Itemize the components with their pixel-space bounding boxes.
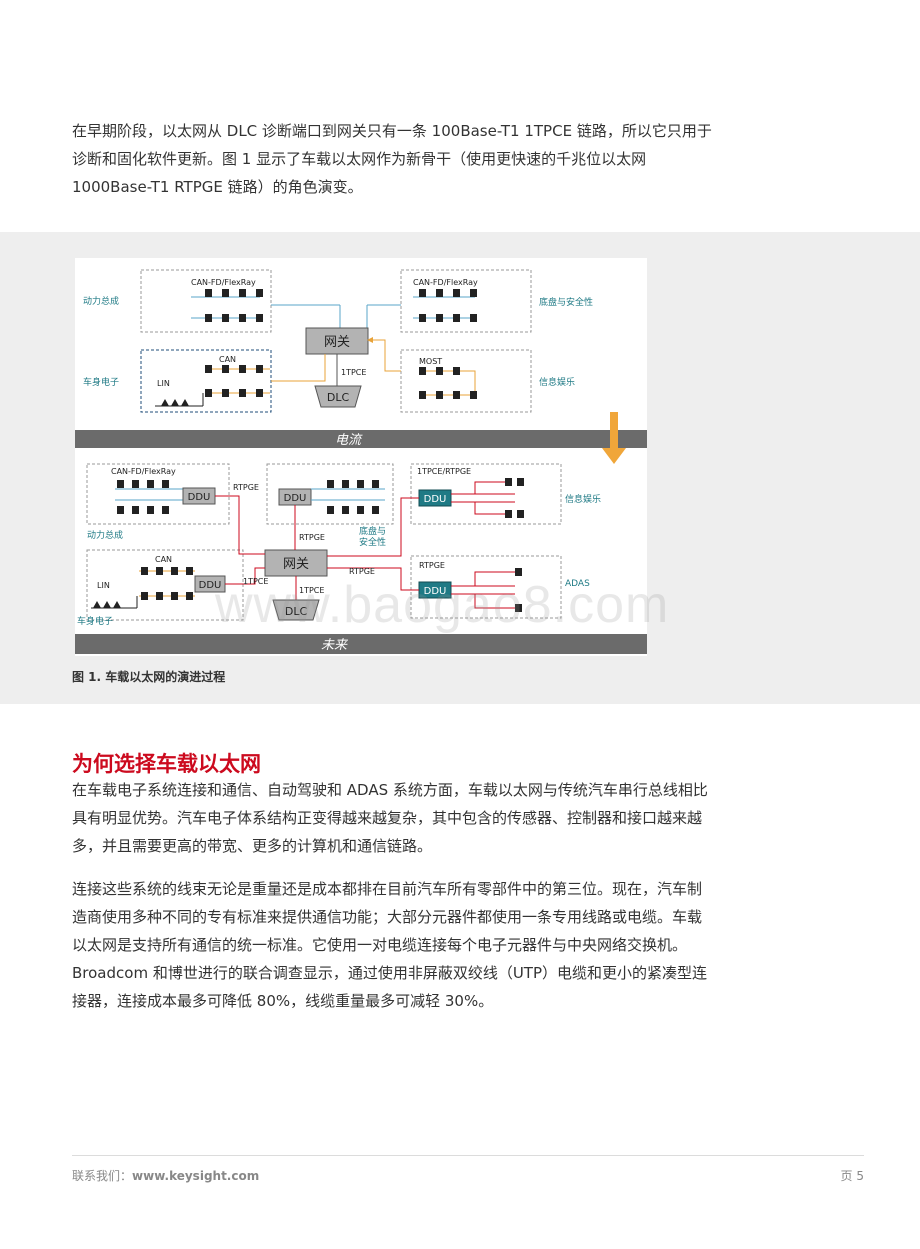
current-powertrain-label: 动力总成 [83, 295, 119, 307]
future-chassis-line2: 安全性 [359, 536, 386, 548]
future-adas-box [410, 555, 562, 619]
future-rtpge-1: RTPGE [233, 483, 259, 492]
figure-1: CAN-FD/FlexRay 动力总成 CAN-FD/FlexRay 底盘与安全… [75, 258, 647, 656]
current-infotainment-ecus [419, 367, 477, 399]
future-lin-node-icons [93, 601, 121, 608]
future-link-label-2: 1TPCE [299, 586, 324, 595]
future-ddu-4: DDU [199, 580, 222, 591]
current-infotainment-box [400, 349, 532, 413]
future-adas-rtpge: RTPGE [419, 561, 445, 570]
footer-contact-label: 联系我们： [72, 1169, 133, 1183]
future-chassis-line1: 底盘与 [359, 525, 386, 537]
current-bar-label: 电流 [335, 433, 363, 448]
current-can-label: CAN [219, 355, 236, 364]
section-heading: 为何选择车载以太网 [72, 752, 261, 776]
future-ddu-3: DDU [424, 494, 447, 505]
current-lin-label: LIN [157, 379, 170, 388]
future-link-label-1: 1TPCE [243, 577, 268, 586]
lin-node-icons [161, 399, 189, 406]
current-body-ecus [205, 365, 263, 397]
current-powertrain-ecus [205, 289, 263, 322]
evolution-arrow-icon [602, 412, 626, 464]
footer-url-link[interactable]: www.keysight.com [132, 1169, 260, 1183]
current-chassis-label: 底盘与安全性 [539, 296, 593, 308]
future-canfd-label: CAN-FD/FlexRay [111, 467, 176, 476]
future-chassis-box [266, 463, 394, 525]
page-number: 页 5 [840, 1169, 864, 1183]
future-ddu-2: DDU [284, 493, 307, 504]
paragraph-cost: 连接这些系统的线束无论是重量还是成本都排在目前汽车所有零部件中的第三位。现在，汽… [72, 880, 708, 1010]
current-link-label: 1TPCE [341, 368, 366, 377]
intro-paragraph: 在早期阶段，以太网从 DLC 诊断端口到网关只有一条 100Base-T1 1T… [72, 122, 712, 196]
future-bar [75, 634, 647, 654]
current-chassis-ecus [419, 289, 477, 322]
footer-divider [72, 1155, 864, 1156]
future-body-label: 车身电子 [77, 615, 113, 627]
future-powertrain-label: 动力总成 [87, 529, 123, 541]
future-bar-label: 未来 [321, 638, 349, 653]
future-infotainment-ecus [505, 478, 524, 518]
link-powertrain [215, 495, 265, 555]
future-chassis-ecus [327, 480, 379, 514]
current-gateway-label: 网关 [324, 335, 350, 350]
future-dlc-label: DLC [285, 605, 308, 618]
future-dlc [272, 599, 320, 621]
future-body-ecus [141, 567, 193, 600]
link-adas [327, 567, 419, 591]
future-body-box [86, 549, 244, 621]
current-canfd-right-label: CAN-FD/FlexRay [413, 278, 478, 287]
current-infotainment-label: 信息娱乐 [539, 376, 575, 388]
future-can-label: CAN [155, 555, 172, 564]
future-rtpge-3: RTPGE [349, 567, 375, 576]
future-powertrain-box [86, 463, 230, 525]
figure-caption: 图 1. 车载以太网的演进过程 [72, 670, 226, 684]
future-ddu-5: DDU [424, 586, 447, 597]
future-infotainment-box [410, 463, 562, 525]
future-gateway-label: 网关 [283, 557, 309, 572]
future-tpce-rtpge-label: 1TPCE/RTPGE [417, 467, 471, 476]
footer-contact: 联系我们：www.keysight.com [72, 1167, 259, 1184]
future-ddu-1: DDU [188, 492, 211, 503]
current-powertrain-box [140, 269, 272, 333]
current-bar [75, 430, 647, 448]
paragraph-advantages: 在车载电子系统连接和通信、自动驾驶和 ADAS 系统方面，车载以太网与传统汽车串… [72, 781, 708, 855]
link-body [225, 567, 265, 585]
future-infotainment-label: 信息娱乐 [565, 493, 601, 505]
future-adas-label: ADAS [565, 579, 590, 589]
future-gateway [264, 549, 328, 577]
current-dlc-label: DLC [327, 391, 350, 404]
watermark: www.baogao8.com [215, 576, 670, 634]
current-chassis-box [400, 269, 532, 333]
current-most-label: MOST [419, 357, 442, 366]
future-rtpge-2: RTPGE [299, 533, 325, 542]
current-canfd-label: CAN-FD/FlexRay [191, 278, 256, 287]
current-dlc [314, 385, 362, 408]
link-infotainment [327, 497, 419, 557]
future-powertrain-ecus [117, 480, 169, 514]
future-lin-label: LIN [97, 581, 110, 590]
current-body-label: 车身电子 [83, 376, 119, 388]
